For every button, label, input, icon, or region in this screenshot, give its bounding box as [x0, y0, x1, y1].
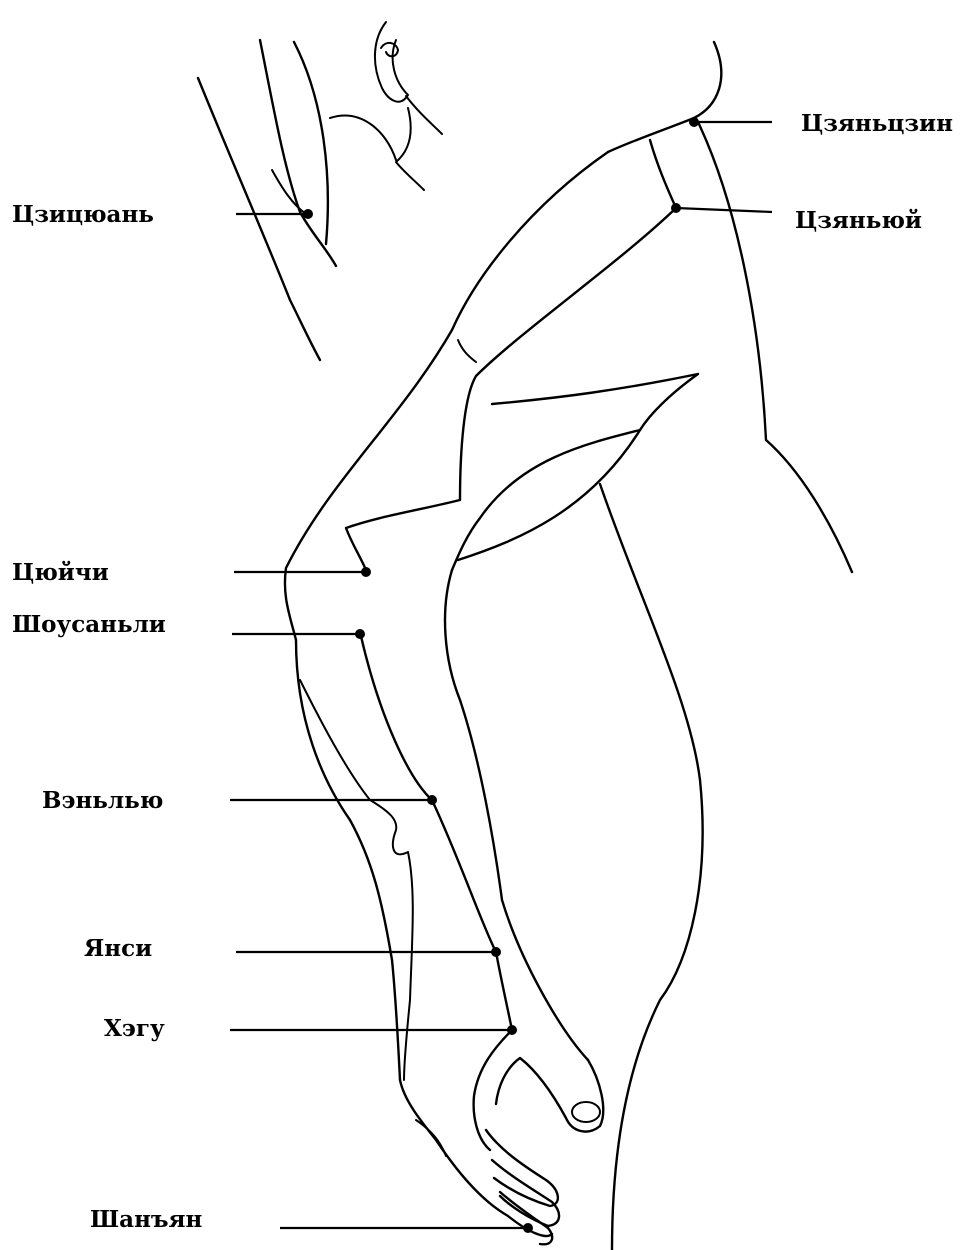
- neck-front: [396, 108, 424, 190]
- point-marker-shangyang: [523, 1223, 533, 1233]
- deltoid-line: [650, 140, 676, 208]
- forearm-radial: [360, 632, 512, 1030]
- leader-jianyu: [676, 208, 772, 212]
- leader-lines: [230, 122, 772, 1228]
- acupoint-markers: [303, 117, 699, 1233]
- thumb-web: [474, 1030, 512, 1150]
- axilla-outer: [198, 78, 320, 360]
- label-wenliu: Вэньлью: [42, 789, 163, 812]
- point-marker-yangxi: [491, 947, 501, 957]
- label-jiquan: Цзицюань: [12, 203, 154, 226]
- ear-detail: [381, 43, 398, 56]
- label-quchi: Цюйчи: [12, 561, 109, 584]
- chest-line: [458, 430, 640, 560]
- point-marker-hegu: [507, 1025, 517, 1035]
- armpit-line-2: [452, 430, 640, 570]
- point-marker-wenliu: [427, 795, 437, 805]
- thumb-outline: [496, 1058, 603, 1132]
- label-hegu: Хэгу: [104, 1017, 165, 1040]
- forearm-outer-dorsal: [296, 640, 400, 1080]
- armpit-line-1: [492, 374, 698, 430]
- forearm-ventral: [445, 570, 588, 1060]
- point-marker-jianjing: [689, 117, 699, 127]
- clavicle-line: [330, 116, 396, 160]
- point-marker-jiquan: [303, 209, 313, 219]
- label-shousanli: Шоусаньли: [12, 613, 166, 636]
- point-marker-quchi: [361, 567, 371, 577]
- hand-back: [400, 1080, 552, 1236]
- label-yangxi: Янси: [84, 937, 152, 960]
- body-outline: [198, 22, 852, 1250]
- thumbnail: [572, 1102, 600, 1122]
- point-marker-shousanli: [355, 629, 365, 639]
- knuckle-line: [416, 1120, 446, 1156]
- point-marker-jianyu: [671, 203, 681, 213]
- ear-outline: [375, 22, 408, 102]
- label-jianyu: Цзяньюй: [795, 209, 922, 232]
- biceps-fold: [458, 340, 476, 362]
- label-shangyang: Шанъян: [90, 1208, 202, 1231]
- label-jianjing: Цзяньцзин: [801, 112, 953, 135]
- finger-1: [486, 1130, 558, 1206]
- torso-side: [600, 484, 703, 1250]
- back-line: [698, 122, 852, 572]
- upper-arm-inner: [346, 208, 676, 570]
